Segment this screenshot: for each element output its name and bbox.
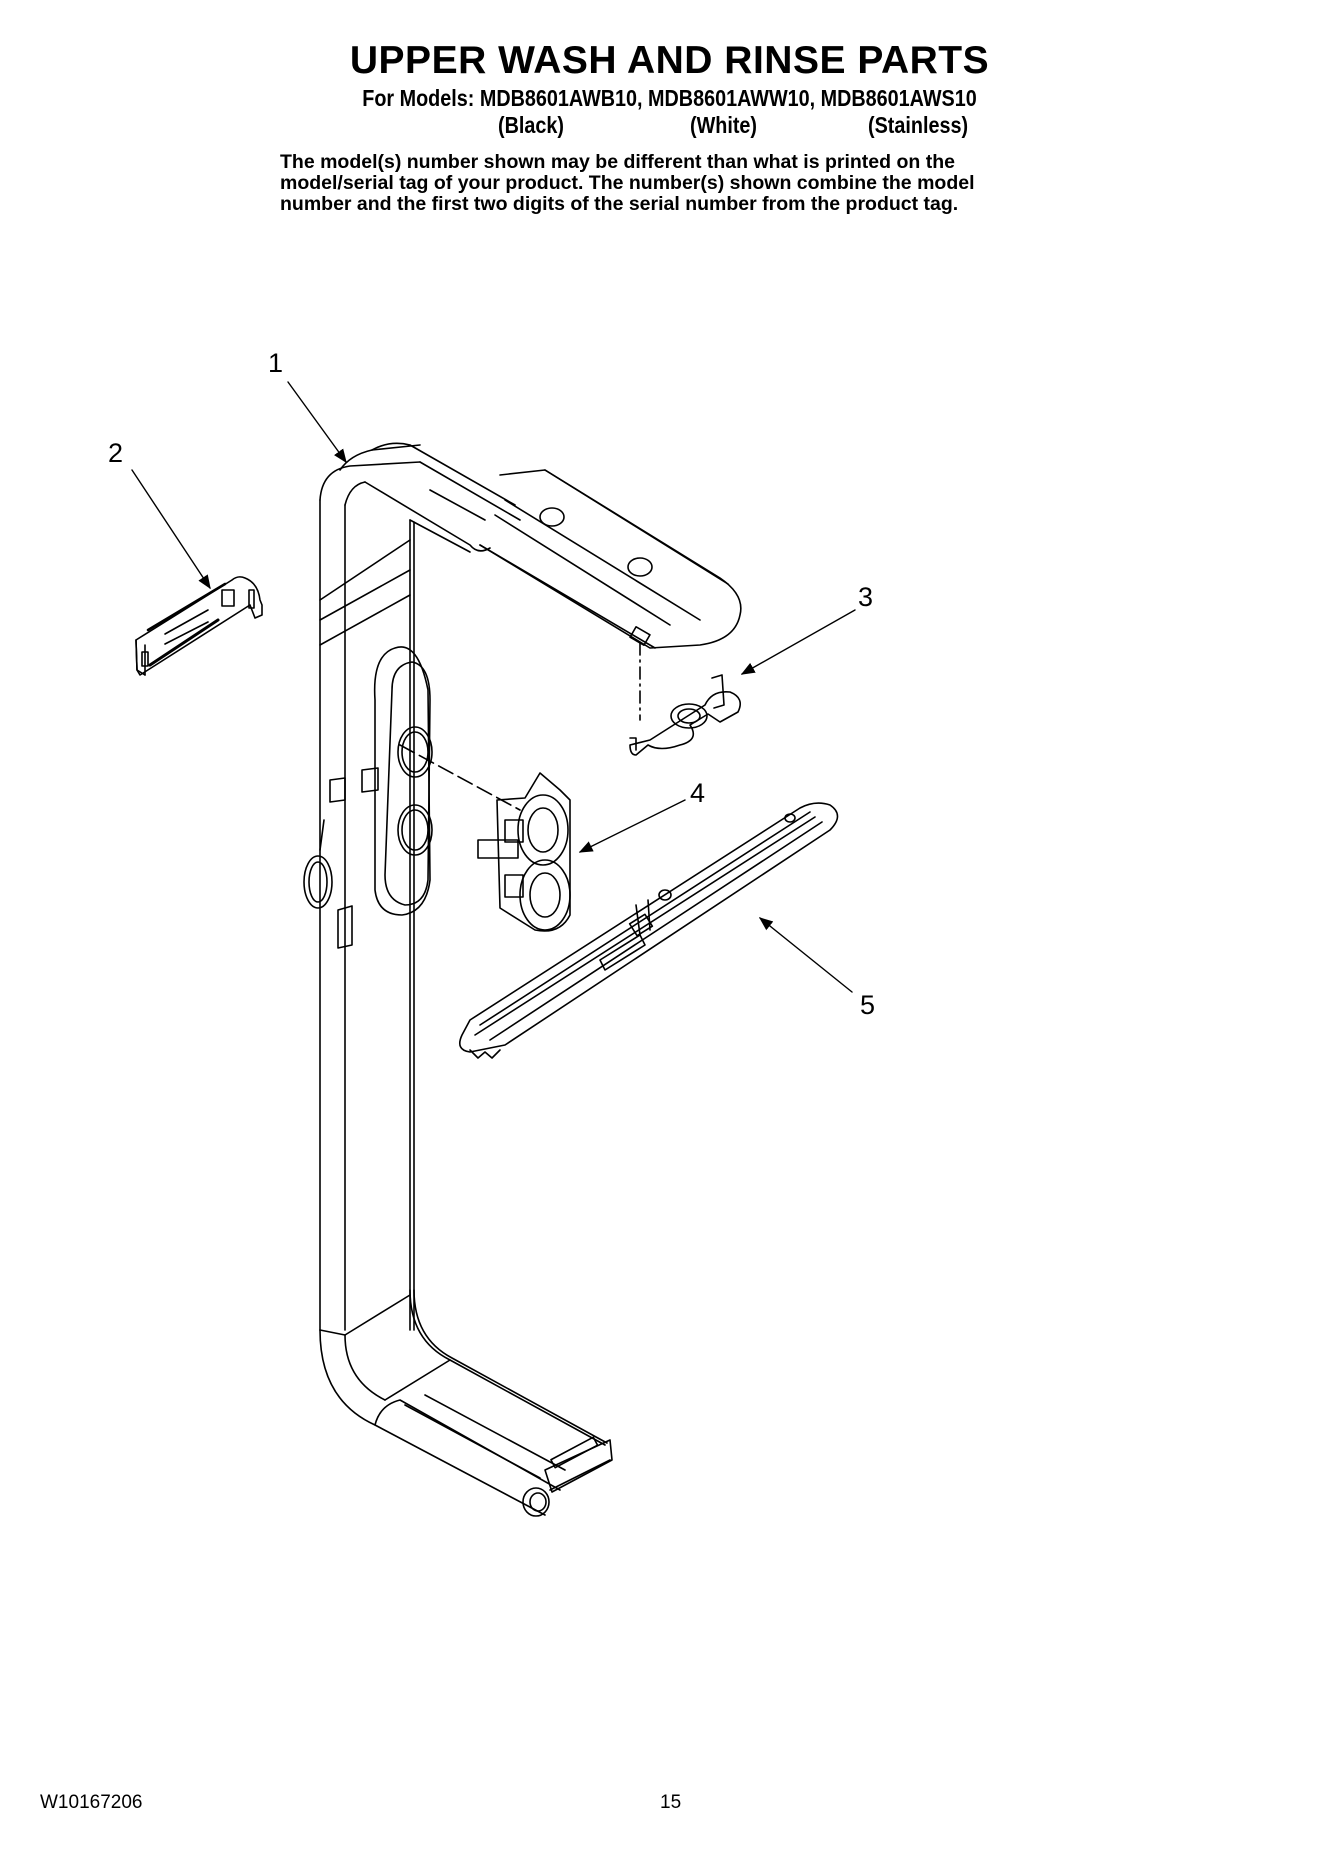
callout-2: 2 (108, 438, 124, 468)
disclaimer-line: number and the first two digits of the s… (280, 193, 959, 215)
disclaimer-line: The model(s) number shown may be differe… (280, 151, 955, 173)
callout-5: 5 (860, 990, 876, 1020)
color-stainless: (Stainless) (868, 112, 969, 138)
part-3-bracket (629, 642, 741, 756)
model-colors: (Black) (White) (Stainless) (0, 112, 1339, 142)
callout-4: 4 (690, 778, 706, 808)
disclaimer: The model(s) number shown may be differe… (280, 152, 1120, 215)
page-header: UPPER WASH AND RINSE PARTS For Models: M… (0, 40, 1339, 142)
page-title: UPPER WASH AND RINSE PARTS (349, 39, 990, 82)
callout-3: 3 (858, 582, 874, 612)
part-4-connector-seal (399, 744, 571, 932)
page-number: 15 (660, 1792, 682, 1813)
color-white: (White) (690, 112, 758, 138)
part-5-spray-arm (459, 802, 839, 1059)
callout-leaders (131, 381, 856, 993)
disclaimer-line: model/serial tag of your product. The nu… (280, 172, 975, 194)
part-2-clip (135, 576, 263, 676)
models-line: For Models: MDB8601AWB10, MDB8601AWW10, … (362, 85, 977, 111)
callout-1: 1 (268, 348, 284, 378)
part-1-wash-tube (303, 442, 742, 1517)
color-black: (Black) (498, 112, 564, 138)
document-number: W10167206 (40, 1792, 143, 1813)
